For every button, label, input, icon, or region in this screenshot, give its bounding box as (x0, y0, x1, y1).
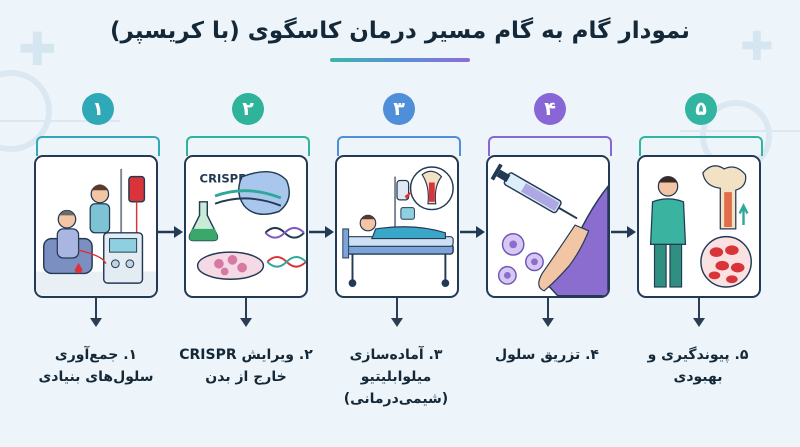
page-title: نمودار گام به گام مسیر درمان کاسگوی (با … (110, 18, 690, 44)
background-line (680, 130, 800, 132)
step-3-down-arrow (396, 298, 398, 320)
patient-blood-collection-icon (36, 168, 156, 296)
step-5-down-arrow (698, 298, 700, 320)
step-5-bracket (639, 136, 763, 156)
step-2-down-arrowhead (240, 318, 252, 327)
step-1-down-arrow (95, 298, 97, 320)
step-5-down-arrowhead (693, 318, 705, 327)
background-line (0, 120, 120, 122)
step-4-card (486, 155, 610, 298)
recovered-patient-bone-marrow-icon (649, 165, 752, 288)
step-4-badge: ۴ (534, 93, 566, 125)
title-underline (330, 58, 470, 62)
step-3-bracket (337, 136, 461, 156)
step-4-down-arrowhead (542, 318, 554, 327)
step-2-card: CRISPR (184, 155, 308, 298)
step-5-label: ۵. پیوندگیری و بهبودی (647, 347, 749, 385)
background-cross-icon: ✚ (740, 24, 774, 70)
step-4-down-arrow (547, 298, 549, 320)
step-1-card (34, 155, 158, 298)
syringe-injection-icon (490, 163, 608, 296)
step-2-label: ۲. ویرایش CRISPR خارج از بدن (179, 347, 313, 385)
arrow-1-to-2 (158, 226, 183, 238)
step-2-down-arrow (245, 298, 247, 320)
step-1-badge: ۱ (82, 93, 114, 125)
step-4-label: ۴. تزریق سلول (495, 347, 599, 363)
hospital-bed-chemotherapy-icon (342, 166, 454, 287)
arrow-4-to-5 (611, 226, 636, 238)
arrow-3-to-4 (460, 226, 485, 238)
step-4-bracket (488, 136, 612, 156)
crispr-text: CRISPR (200, 171, 248, 185)
step-2-badge: ۲ (232, 93, 264, 125)
crispr-gene-editing-icon: CRISPR (188, 171, 306, 280)
step-5-card (637, 155, 761, 298)
background-cross-icon: ✚ (18, 22, 57, 76)
step-3-badge: ۳ (383, 93, 415, 125)
background-circle (0, 70, 52, 152)
step-3-down-arrowhead (391, 318, 403, 327)
step-3-label: ۳. آماده‌سازی میلوابلیتیو (شیمی‌درمانی) (343, 347, 449, 407)
arrow-2-to-3 (309, 226, 334, 238)
step-2-bracket (186, 136, 310, 156)
step-1-down-arrowhead (90, 318, 102, 327)
step-3-card (335, 155, 459, 298)
step-1-label: ۱. جمع‌آوری سلول‌های بنیادی (38, 347, 154, 385)
step-5-badge: ۵ (685, 93, 717, 125)
step-1-bracket (36, 136, 160, 156)
